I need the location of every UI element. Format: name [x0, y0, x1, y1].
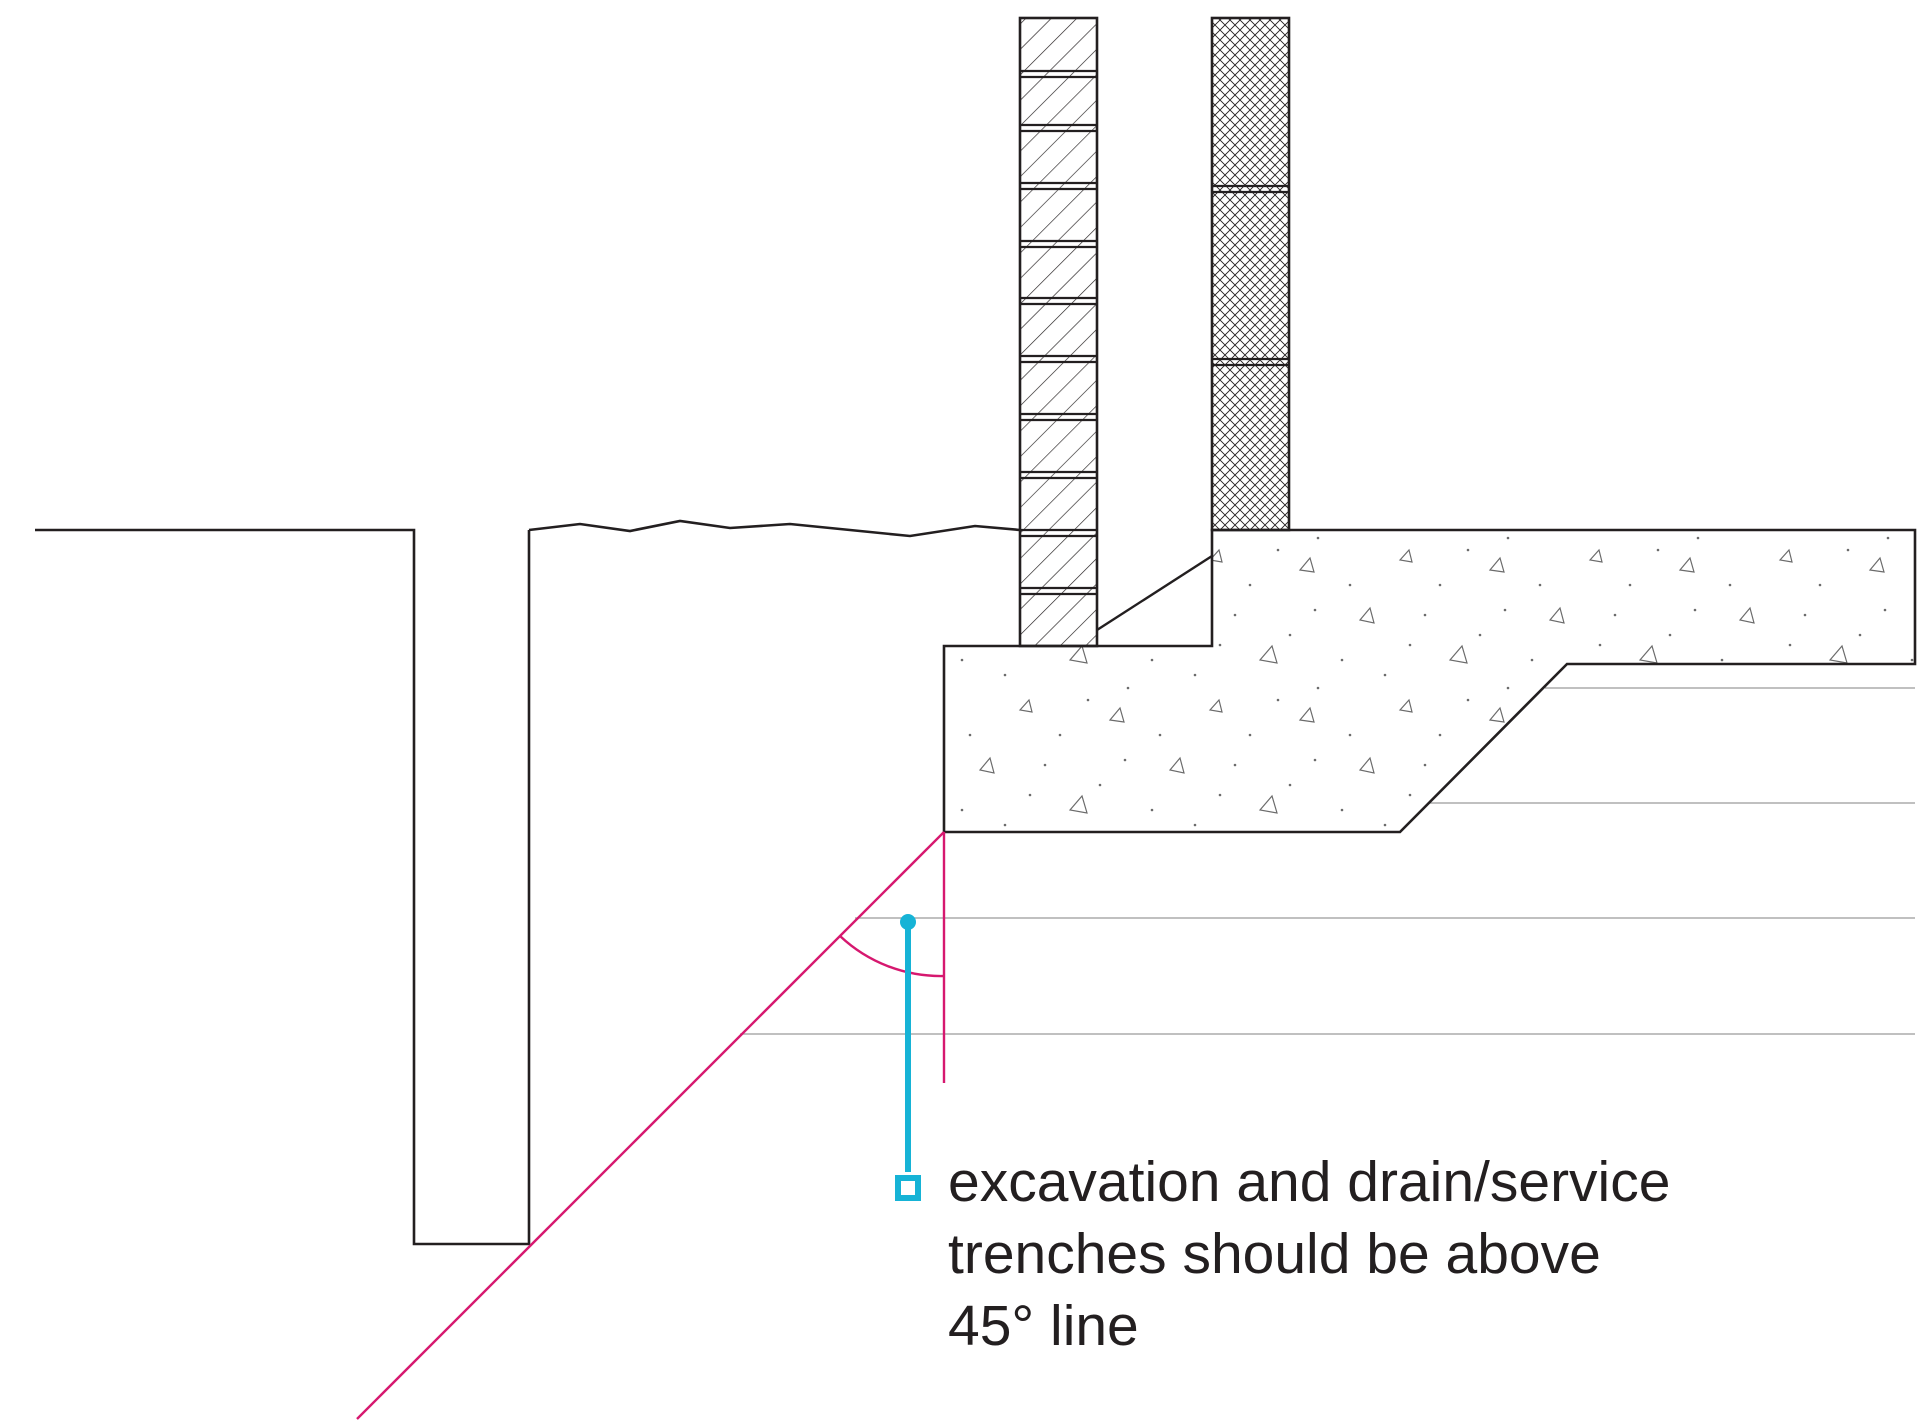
soil-strata-lines	[740, 687, 1915, 1035]
brick-wall	[1018, 16, 1099, 648]
annotation-line-1: excavation and drain/service	[948, 1150, 1671, 1214]
cavity-fill-line	[1096, 554, 1213, 632]
forty-five-degree-line	[356, 831, 946, 1420]
annotation-leader	[895, 914, 921, 1201]
brick-courses	[1020, 69, 1097, 596]
concrete-foundation	[942, 528, 1917, 834]
annotation-line-2: trenches should be above	[948, 1222, 1601, 1286]
ground-and-trench	[35, 519, 1021, 1246]
block-wall	[1210, 16, 1291, 532]
annotation-line-3: 45° line	[948, 1294, 1139, 1358]
block-courses	[1212, 184, 1289, 367]
